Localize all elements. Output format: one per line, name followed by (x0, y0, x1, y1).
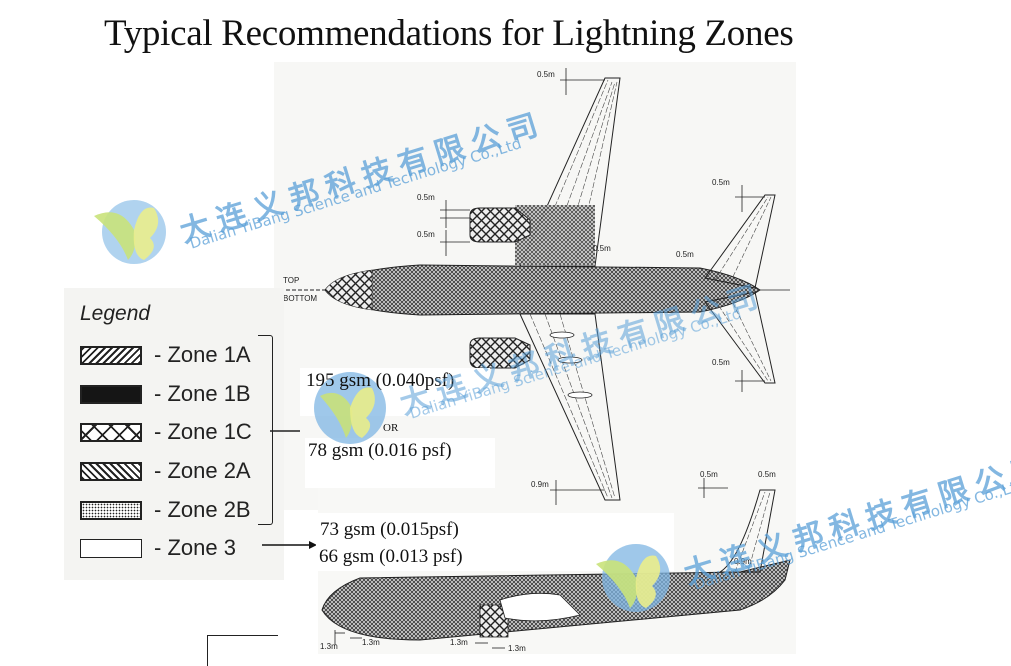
side-wing (499, 592, 581, 622)
zone-1a-swatch (80, 345, 142, 365)
watermark-logo-icon (94, 200, 166, 264)
legend-label: - Zone 1B (154, 381, 251, 406)
dimension-label: 0.9m (734, 557, 752, 566)
dimension-label: 0.5m (417, 193, 435, 202)
zone-1-2-option-a: 195 gsm (0.040psf) (306, 370, 455, 391)
zone-2a-swatch (80, 461, 142, 481)
zone-1c-swatch (80, 422, 142, 442)
label-top: TOP (283, 276, 300, 285)
legend-item-zone-1c: - Zone 1C (80, 419, 252, 445)
nose-zone-1c (324, 269, 373, 311)
vertical-fin (718, 489, 776, 573)
zone-1-2-option-b: 78 gsm (0.016 psf) (308, 440, 452, 461)
or-separator: OR (383, 422, 399, 434)
dimension-markers (440, 68, 765, 505)
dimension-label: 0.5m (712, 358, 730, 367)
legend-item-zone-3: - Zone 3 (80, 535, 236, 561)
zone-3-option-a: 73 gsm (0.015psf) (320, 519, 459, 540)
lower-engine (469, 337, 531, 369)
dimension-label: 1.3m (450, 638, 468, 647)
legend-panel: Legend - Zone 1A - Zone 1B - Zone 1C - Z… (64, 288, 284, 580)
legend-label: - Zone 2B (154, 497, 251, 522)
legend-label: - Zone 1C (154, 419, 252, 444)
dimension-label: 0.5m (700, 470, 718, 479)
dimension-label: 0.9m (531, 480, 549, 489)
upper-wing (519, 77, 621, 267)
legend-heading: Legend (80, 302, 151, 325)
watermark-logo-icon (314, 372, 386, 444)
legend-item-zone-2a: - Zone 2A (80, 458, 251, 484)
legend-item-zone-1b: - Zone 1B (80, 381, 251, 407)
legend-label: - Zone 2A (154, 458, 251, 483)
dimension-label: 1.3m (508, 644, 526, 653)
legend-label: - Zone 3 (154, 535, 236, 560)
bracket-pointer (270, 430, 300, 432)
dimension-label: 0.5m (417, 230, 435, 239)
legend-item-zone-1a: - Zone 1A (80, 342, 251, 368)
dimension-label: 0.5m (676, 250, 694, 259)
dimension-label: 0.5m (593, 244, 611, 253)
text-backdrop (305, 438, 495, 488)
legend-item-zone-2b: - Zone 2B (80, 497, 251, 523)
zone-3-arrow (262, 541, 317, 549)
upper-stabilizer (704, 194, 776, 289)
zone-2b-swatch (80, 500, 142, 520)
dimension-label: 0.5m (537, 70, 555, 79)
legend-label: - Zone 1A (154, 342, 251, 367)
zone-3-option-b: 66 gsm (0.013 psf) (319, 546, 463, 567)
dimension-label: 1.3m (362, 638, 380, 647)
dimension-label: 1.3m (320, 642, 338, 651)
lower-stabilizer (704, 291, 776, 384)
watermark-logo-icon (596, 544, 670, 612)
upper-engine (469, 207, 531, 243)
zones-bracket (258, 335, 273, 525)
dimension-label: 0.5m (758, 470, 776, 479)
dimension-label: 0.5m (712, 178, 730, 187)
bottom-box-fragment (207, 635, 278, 666)
lower-wing (519, 313, 621, 501)
page-title: Typical Recommendations for Lightning Zo… (104, 13, 794, 54)
zone-3-swatch (80, 538, 142, 558)
zone-1b-swatch (80, 384, 142, 404)
label-bottom: BOTTOM (283, 294, 318, 303)
